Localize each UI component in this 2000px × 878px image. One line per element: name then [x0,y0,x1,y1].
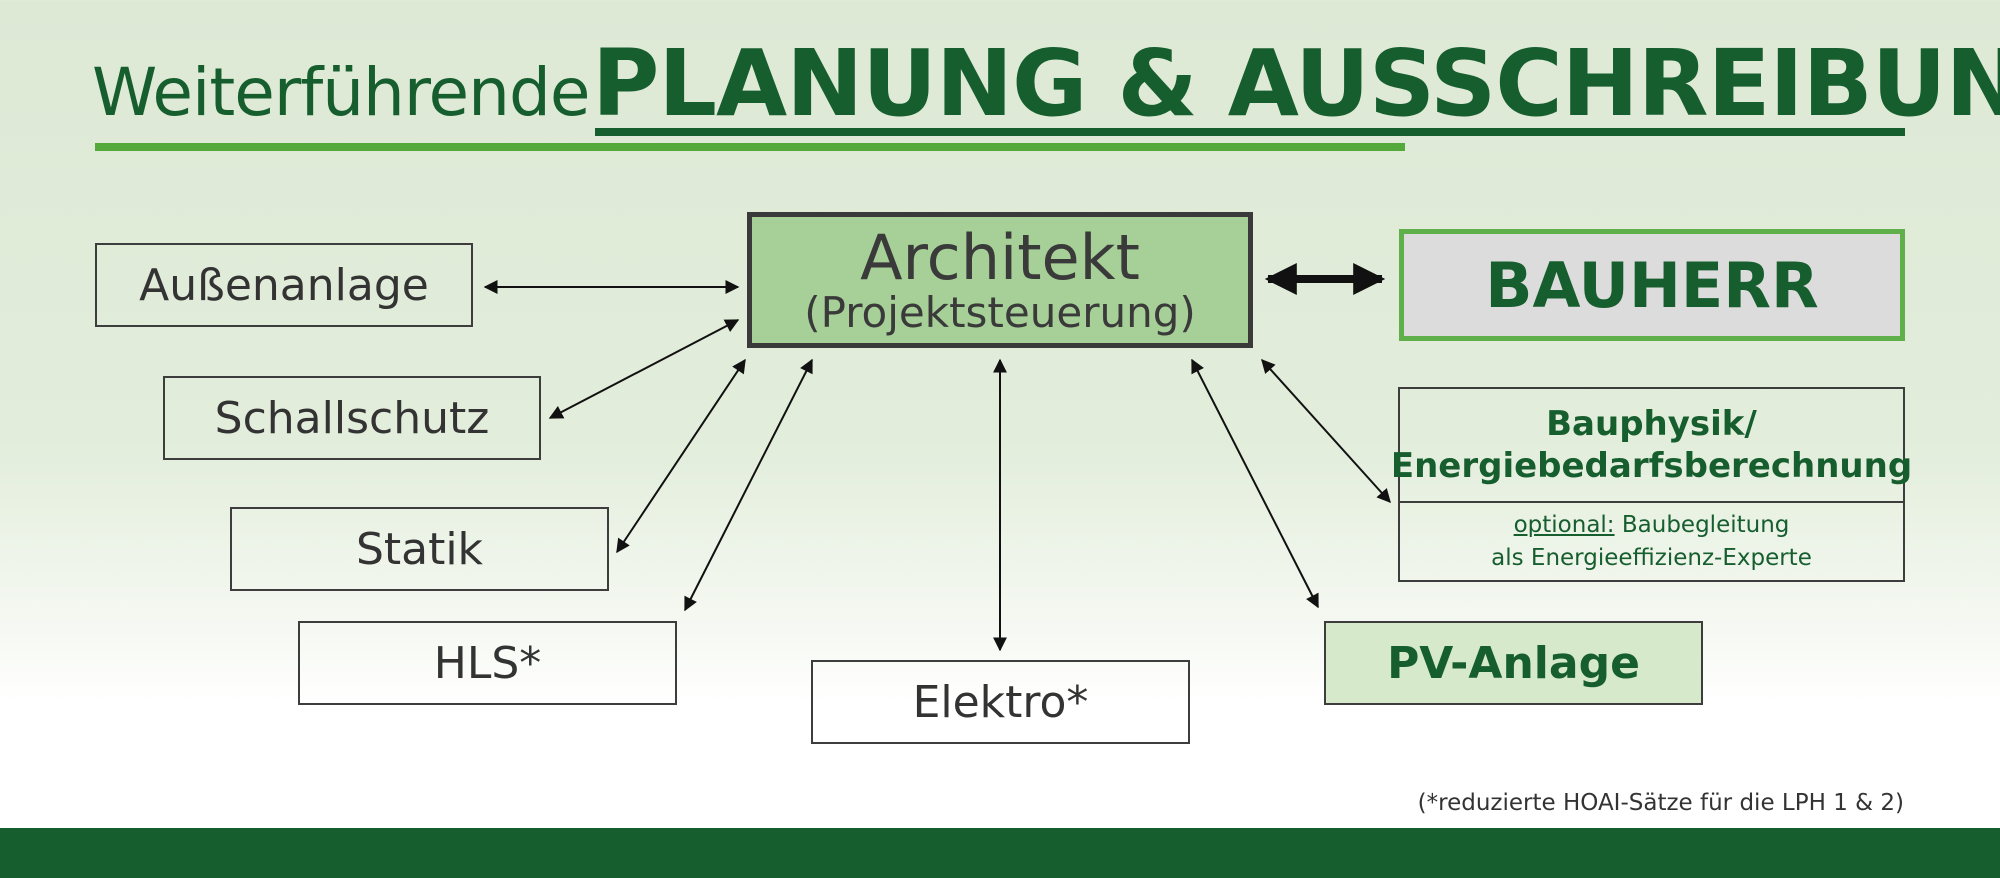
pv-anlage-label: PV-Anlage [1387,637,1640,689]
architekt-label: Architekt [860,221,1140,295]
optional-label: optional: [1513,512,1615,539]
bauherr-label: BAUHERR [1485,248,1819,322]
bauphysik-line1: Bauphysik/ [1546,403,1757,444]
arrow-bauphysik [1261,358,1391,504]
architekt-box: Architekt (Projektsteuerung) [747,212,1253,348]
footnote: (*reduzierte HOAI-Sätze für die LPH 1 & … [1417,790,1904,816]
statik-label: Statik [355,523,484,575]
bauphysik-header: Bauphysik/ Energiebedarfsberechnung [1391,389,1912,503]
footer-bar [0,828,2000,878]
bauphysik-optional-line2: als Energieeffizienz-Experte [1491,544,1812,571]
arrow-pv [1191,358,1319,609]
statik-box: Statik [230,507,609,591]
schallschutz-label: Schallschutz [214,392,490,444]
bauphysik-box: Bauphysik/ Energiebedarfsberechnung opti… [1391,387,1912,582]
aussenanlage-label: Außenanlage [139,259,429,311]
bauherr-box: BAUHERR [1399,229,1905,341]
elektro-box: Elektro* [811,660,1190,744]
title-underline-dark [595,128,1905,136]
bauphysik-optional: optional: Baubegleitung als Energieeffiz… [1400,503,1903,580]
optional-text: Baubegleitung [1621,512,1790,539]
elektro-label: Elektro* [912,676,1089,728]
bauphysik-line2: Energiebedarfsberechnung [1390,446,1913,486]
arrow-statik [616,358,746,554]
hls-box: HLS* [298,621,677,705]
architekt-role: (Projektsteuerung) [804,287,1196,337]
arrow-hls [684,358,813,612]
hls-label: HLS* [433,637,542,689]
title-bold: PLANUNG & AUSSCHREIBUNG [592,30,2000,137]
arrow-schallschutz [548,319,740,419]
pv-anlage-box: PV-Anlage [1324,621,1703,705]
schallschutz-box: Schallschutz [163,376,541,460]
aussenanlage-box: Außenanlage [95,243,473,327]
title-light: Weiterführende [92,54,590,131]
bauphysik-optional-line1: optional: Baubegleitung [1514,509,1790,541]
title-underline-light [95,143,1405,151]
